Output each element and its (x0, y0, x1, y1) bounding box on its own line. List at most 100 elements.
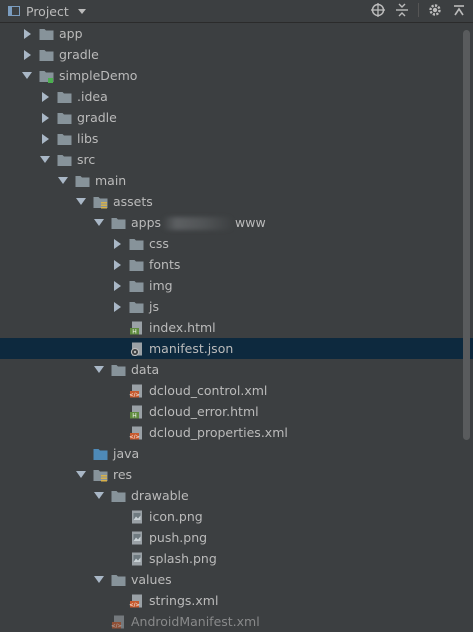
collapse-icon[interactable] (394, 2, 410, 18)
module-folder-icon (39, 69, 54, 83)
tree-item-manifest-json[interactable]: manifest.json (0, 338, 473, 359)
tree-item-app[interactable]: app (0, 23, 460, 44)
tree-item-label: js (149, 299, 159, 314)
tree-item-icon-png[interactable]: icon.png (0, 506, 460, 527)
tree-item-dcloud-properties-xml[interactable]: </>dcloud_properties.xml (0, 422, 460, 443)
project-toolbar: Project (0, 0, 473, 23)
tree-item-gradle[interactable]: gradle (0, 44, 460, 65)
expand-arrow-icon[interactable] (111, 301, 123, 313)
tree-item-dcloud-control-xml[interactable]: </>dcloud_control.xml (0, 380, 460, 401)
resource-folder-icon (93, 195, 108, 209)
tree-item-label: drawable (131, 488, 189, 503)
tree-item-gradle[interactable]: gradle (0, 107, 460, 128)
tree-item-res[interactable]: res (0, 464, 460, 485)
tree-item-splash-png[interactable]: splash.png (0, 548, 460, 569)
tree-item-label: dcloud_error.html (149, 404, 259, 419)
tree-item-drawable[interactable]: drawable (0, 485, 460, 506)
collapse-arrow-icon[interactable] (75, 196, 87, 208)
collapse-arrow-icon[interactable] (21, 70, 33, 82)
collapse-arrow-icon[interactable] (93, 217, 105, 229)
tree-item-label: splash.png (149, 551, 217, 566)
tree-item-label: libs (77, 131, 99, 146)
svg-text:H: H (132, 412, 137, 419)
tree-item-strings-xml[interactable]: </>strings.xml (0, 590, 460, 611)
target-icon[interactable] (370, 2, 386, 18)
tree-spacer (111, 427, 123, 439)
expand-arrow-icon[interactable] (21, 49, 33, 61)
tree-item-simpledemo[interactable]: simpleDemo (0, 65, 460, 86)
tree-item-label-suffix: www (235, 215, 266, 230)
expand-arrow-icon[interactable] (39, 133, 51, 145)
tree-item-values[interactable]: values (0, 569, 460, 590)
collapse-arrow-icon[interactable] (75, 469, 87, 481)
project-label: Project (26, 3, 69, 19)
tree-item-label: fonts (149, 257, 181, 272)
folder-icon (57, 132, 72, 146)
tree-item-java[interactable]: java (0, 443, 460, 464)
tree-item-androidmanifest-xml[interactable]: </>AndroidManifest.xml (0, 611, 460, 632)
tree-item-main[interactable]: main (0, 170, 460, 191)
collapse-arrow-icon[interactable] (39, 154, 51, 166)
hide-icon[interactable] (451, 2, 467, 18)
tree-item-img[interactable]: img (0, 275, 460, 296)
tree-spacer (111, 532, 123, 544)
html-file-icon: H (129, 405, 144, 419)
folder-icon (57, 111, 72, 125)
tree-item-label: simpleDemo (59, 68, 138, 83)
tree-item-libs[interactable]: libs (0, 128, 460, 149)
tree-item-label: values (131, 572, 172, 587)
expand-arrow-icon[interactable] (39, 112, 51, 124)
project-view-selector[interactable]: Project (8, 3, 86, 19)
tree-item-label: assets (113, 194, 153, 209)
folder-icon (75, 174, 90, 188)
gear-icon[interactable] (427, 2, 443, 18)
json-file-icon (129, 342, 144, 356)
folder-icon (111, 573, 126, 587)
tree-item-label: app (59, 26, 83, 41)
folder-icon (129, 237, 144, 251)
expand-arrow-icon[interactable] (111, 280, 123, 292)
tree-item-label: index.html (149, 320, 216, 335)
collapse-arrow-icon[interactable] (93, 574, 105, 586)
tree-item-label: css (149, 236, 169, 251)
tree-item-assets[interactable]: assets (0, 191, 460, 212)
folder-icon (57, 90, 72, 104)
folder-icon (129, 258, 144, 272)
collapse-arrow-icon[interactable] (93, 364, 105, 376)
image-file-icon (129, 552, 144, 566)
tree-item-fonts[interactable]: fonts (0, 254, 460, 275)
collapse-arrow-icon[interactable] (57, 175, 69, 187)
tree-item-apps[interactable]: apps www (0, 212, 460, 233)
tree-item-src[interactable]: src (0, 149, 460, 170)
tree-spacer (75, 448, 87, 460)
folder-icon (111, 363, 126, 377)
tree-item-label: manifest.json (149, 341, 234, 356)
tree-item-label: gradle (77, 110, 117, 125)
tree-item-push-png[interactable]: push.png (0, 527, 460, 548)
expand-arrow-icon[interactable] (39, 91, 51, 103)
project-window-icon (8, 6, 20, 16)
expand-arrow-icon[interactable] (111, 259, 123, 271)
vertical-scrollbar[interactable] (463, 30, 470, 440)
svg-text:</>: </> (129, 392, 140, 398)
tree-item-idea[interactable]: .idea (0, 86, 460, 107)
expand-arrow-icon[interactable] (21, 28, 33, 40)
tree-item-data[interactable]: data (0, 359, 460, 380)
expand-arrow-icon[interactable] (111, 238, 123, 250)
tree-item-label-prefix: apps (131, 215, 162, 230)
tree-item-label: push.png (149, 530, 208, 545)
collapse-arrow-icon[interactable] (93, 490, 105, 502)
toolbar-divider (418, 3, 419, 17)
chevron-down-icon (77, 8, 86, 14)
tree-item-js[interactable]: js (0, 296, 460, 317)
tree-item-css[interactable]: css (0, 233, 460, 254)
tree-spacer (111, 553, 123, 565)
tree-spacer (111, 343, 123, 355)
svg-text:</>: </> (129, 602, 140, 608)
xml-file-icon: </> (111, 615, 126, 629)
tree-item-label: dcloud_properties.xml (149, 425, 288, 440)
tree-item-label: src (77, 152, 96, 167)
html-file-icon: H (129, 321, 144, 335)
